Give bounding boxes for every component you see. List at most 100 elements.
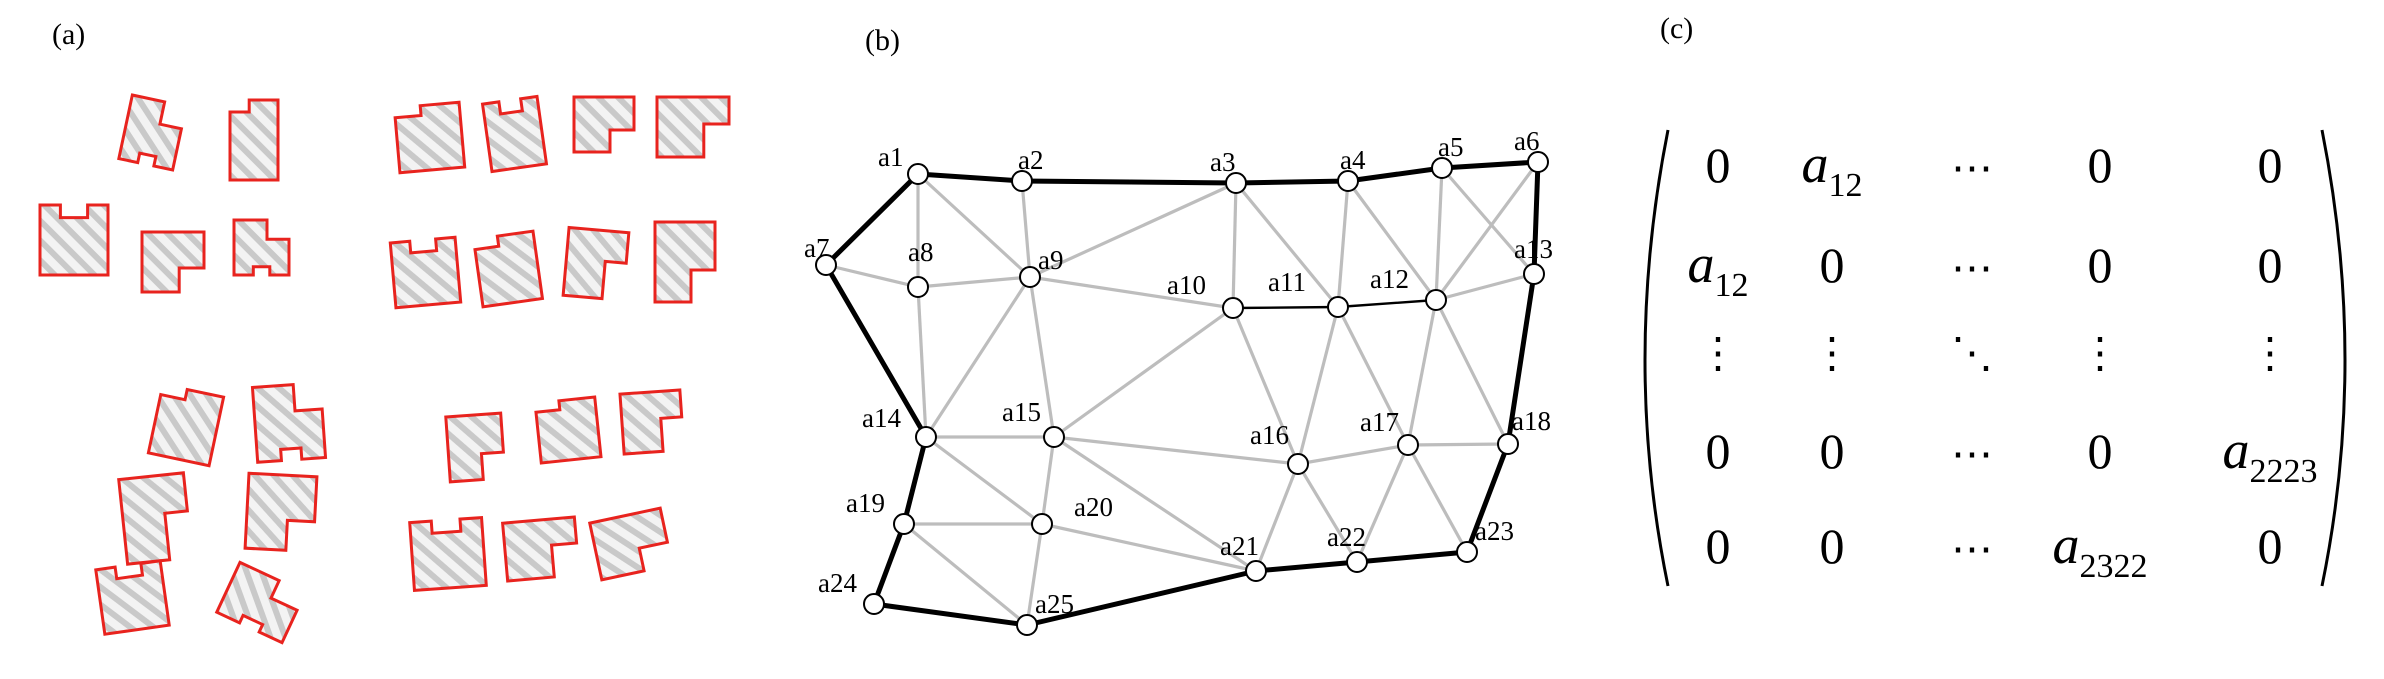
graph-node-label: a20	[1074, 492, 1113, 522]
graph-node	[1497, 433, 1519, 455]
graph-edge	[1029, 181, 1237, 279]
matrix-cell: 0	[1706, 423, 1731, 479]
building-footprint	[572, 95, 636, 154]
graph-node	[1287, 453, 1309, 475]
graph-node	[815, 254, 837, 276]
panel-a-label: (a)	[52, 18, 85, 51]
graph-node-label: a25	[1035, 589, 1074, 619]
graph-edge	[1407, 442, 1509, 447]
graph-node-label: a23	[1475, 516, 1514, 546]
graph-boundary-edge	[1233, 178, 1351, 186]
graph-node-label: a14	[862, 403, 901, 433]
graph-node	[1031, 513, 1053, 535]
graph-edge	[924, 276, 1032, 438]
graph-node	[1425, 289, 1447, 311]
graph-edge	[916, 172, 1032, 279]
matrix-cell: 0	[2088, 237, 2113, 293]
graph-edge	[1296, 463, 1359, 563]
graph-node-label: a16	[1250, 420, 1289, 450]
graph-boundary-edge	[1354, 549, 1470, 565]
graph-node-label: a10	[1167, 270, 1206, 300]
graph-edge	[825, 263, 919, 289]
building-footprint	[250, 383, 328, 464]
graph-node-label: a5	[1438, 132, 1463, 162]
graph-node	[1043, 426, 1065, 448]
matrix-cell: ⋮	[1697, 331, 1739, 377]
building-footprint	[94, 559, 171, 636]
graph-node	[1527, 151, 1549, 173]
matrix-cell: ⋯	[1951, 527, 1993, 573]
graph-node	[1523, 263, 1545, 285]
graph-node	[1245, 560, 1267, 582]
panel-c-label: (c)	[1660, 12, 1693, 45]
building-footprint	[117, 93, 184, 172]
graph-edge	[1434, 167, 1444, 301]
graph-node-label: a24	[818, 568, 857, 598]
graph-boundary-edge	[871, 521, 907, 607]
graph-edge	[916, 286, 928, 438]
graph-node-label: a12	[1370, 264, 1409, 294]
graph-node	[907, 163, 929, 185]
graph-edge	[1297, 443, 1409, 466]
graph-edge	[1254, 463, 1300, 572]
matrix-cell: 0	[1706, 518, 1731, 574]
graph-edge	[1025, 523, 1044, 626]
building-footprints	[38, 93, 731, 645]
building-footprint	[655, 95, 731, 159]
matrix-cell: 0	[1820, 518, 1845, 574]
graph-edge	[1296, 306, 1340, 465]
graph-edge	[1434, 161, 1540, 301]
matrix-cell: ⋯	[1951, 246, 1993, 292]
graph-node	[893, 513, 915, 535]
graph-edge	[1041, 522, 1257, 573]
graph-node-label: a21	[1220, 531, 1259, 561]
graph-edge	[1231, 182, 1238, 309]
building-footprint	[500, 515, 579, 583]
graph-edge	[1440, 166, 1536, 276]
building-footprint	[393, 100, 467, 175]
building-footprint	[243, 471, 319, 552]
matrix-cell: 0	[1706, 137, 1731, 193]
graph-boundary-edge	[915, 171, 1025, 184]
graph-node-label: a2	[1018, 145, 1043, 175]
graph-edge	[1336, 180, 1350, 308]
graph-boundary-edge	[823, 262, 929, 440]
building-footprint	[653, 220, 717, 304]
graph-edge	[1406, 299, 1438, 446]
matrix-cell: 0	[1820, 237, 1845, 293]
graph-edge	[1053, 435, 1257, 573]
graph-edge	[1435, 272, 1535, 302]
graph-edge	[1336, 306, 1410, 446]
graph-boundary-edge	[1531, 159, 1541, 277]
building-footprint	[146, 387, 226, 468]
graph-edge	[1346, 180, 1438, 301]
graph-boundary-edge	[823, 171, 921, 268]
graph-boundary-edge	[1024, 568, 1259, 628]
graph-node	[1346, 551, 1368, 573]
graph-node-label: a11	[1268, 267, 1306, 297]
graph-node	[1337, 170, 1359, 192]
building-footprint	[408, 515, 488, 593]
graph-node-label: a7	[804, 233, 829, 263]
graph-edge	[1231, 307, 1300, 465]
graph-edge	[1028, 276, 1056, 438]
graph-boundary-edge	[1345, 165, 1445, 184]
graph-edge	[925, 435, 1043, 526]
graph-boundary-edge	[871, 601, 1030, 628]
matrix-cell: a12	[1688, 234, 1749, 304]
graph-boundary-edge	[1253, 559, 1360, 574]
graph-edge	[917, 275, 1031, 289]
graph-node-label: a13	[1514, 234, 1553, 264]
matrix-cell: 0	[2258, 518, 2283, 574]
matrix-cell: ⋯	[1951, 146, 1993, 192]
building-footprint	[480, 94, 549, 174]
graph-boundary-edge	[1505, 271, 1537, 447]
graph-node	[1431, 157, 1453, 179]
graph-node-label: a4	[1340, 145, 1366, 175]
matrix-cell: ⋯	[1951, 432, 1993, 478]
matrix-cell: 0	[1820, 423, 1845, 479]
building-footprint	[232, 218, 291, 277]
graph-node-label: a22	[1327, 522, 1366, 552]
graph-node-label: a17	[1360, 407, 1399, 437]
